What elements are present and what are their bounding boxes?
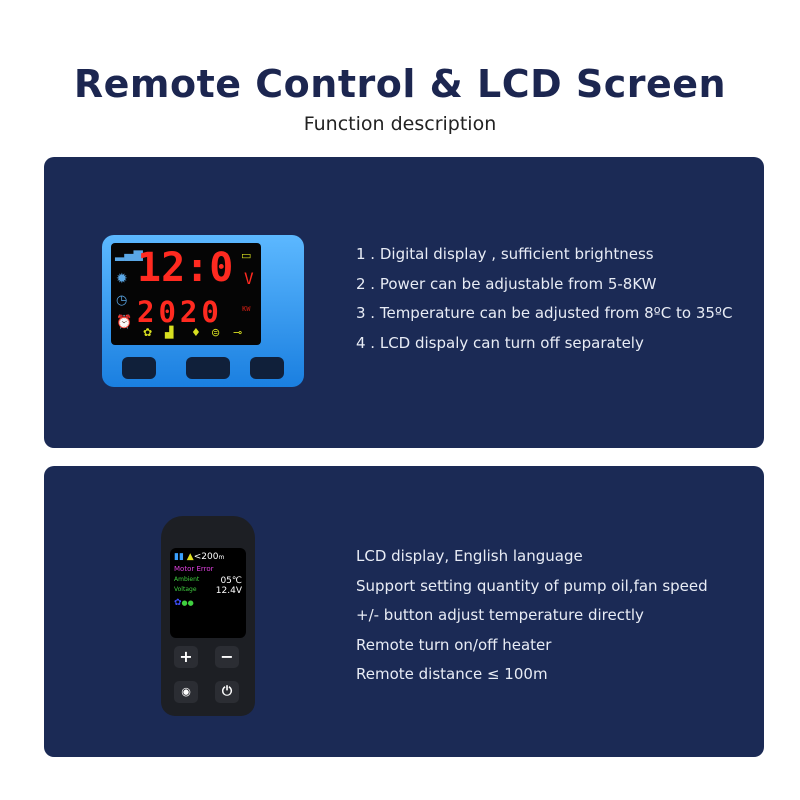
feature-item: 4 . LCD dispaly can turn off separately	[356, 333, 644, 352]
remote-control-panel: ▮▮ ▲<200m Motor Error Ambient 05℃ Voltage…	[44, 466, 764, 757]
feature-item: Support setting quantity of pump oil,fan…	[356, 576, 708, 595]
plug-icon: ⊸	[233, 326, 243, 339]
feature-list: LCD display, English language Support se…	[356, 542, 708, 690]
distance-unit: m	[218, 554, 225, 561]
mode-button[interactable]: ◉	[174, 681, 198, 703]
remote-control-image: ▮▮ ▲<200m Motor Error Ambient 05℃ Voltage…	[161, 516, 255, 716]
right-button[interactable]	[250, 357, 284, 379]
ambient-label: Ambient	[174, 576, 200, 583]
year-readout: 2020	[137, 295, 223, 329]
feature-item: 2 . Power can be adjustable from 5-8KW	[356, 274, 657, 293]
feature-list: 1 . Digital display , sufficient brightn…	[356, 240, 732, 358]
ambient-value: 05℃	[220, 576, 242, 586]
feature-item: 1 . Digital display , sufficient brightn…	[356, 245, 654, 263]
kw-unit: KW	[242, 305, 251, 313]
battery-icon: ▭	[241, 249, 252, 262]
alarm-icon: ⏰	[116, 315, 133, 330]
lcd-screen: ▂▄▆ ✹ ◷ ⏰ 12:0 V ▭ 2020 KW ✿ ▟ ♦ ⊜ ⊸	[111, 243, 261, 345]
page-subtitle: Function description	[303, 113, 497, 135]
feature-item: Remote distance ≤ 100m	[356, 665, 548, 683]
time-readout: 12:0	[137, 245, 234, 291]
left-button[interactable]	[122, 357, 156, 379]
remote-screen: ▮▮ ▲<200m Motor Error Ambient 05℃ Voltage…	[170, 548, 246, 638]
page-title: Remote Control & LCD Screen	[73, 62, 727, 106]
feature-item: +/- button adjust temperature directly	[356, 606, 644, 624]
pump-icon: ▟	[165, 326, 174, 339]
signal-icon: ▮▮	[174, 552, 184, 562]
minus-button[interactable]: −	[215, 646, 239, 668]
power-button[interactable]	[186, 357, 230, 379]
clock-icon: ◷	[116, 293, 128, 308]
feature-item: 3 . Temperature can be adjusted from 8ºC…	[356, 304, 733, 322]
power-button[interactable]: ⏻	[215, 681, 239, 703]
feature-item: Remote turn on/off heater	[356, 635, 552, 654]
fan-icon: ✿	[143, 326, 153, 339]
plus-button[interactable]: +	[174, 646, 198, 668]
status-dots-icon: ●●	[181, 599, 194, 607]
fan-icon: ✿	[174, 598, 182, 608]
flame-icon: ♦	[191, 326, 201, 339]
distance-readout: <200	[193, 552, 219, 562]
feature-item: LCD display, English language	[356, 547, 583, 565]
error-text: Motor Error	[174, 565, 214, 573]
voltage-unit: V	[244, 269, 254, 288]
signal-icon: ▂▄▆	[115, 247, 143, 261]
lcd-controller-panel: ▂▄▆ ✹ ◷ ⏰ 12:0 V ▭ 2020 KW ✿ ▟ ♦ ⊜ ⊸ 1 .…	[44, 157, 764, 448]
gear-icon: ✹	[116, 271, 128, 287]
voltage-value: 12.4V	[215, 586, 242, 596]
warning-icon: ▲	[186, 552, 194, 562]
lcd-controller-image: ▂▄▆ ✹ ◷ ⏰ 12:0 V ▭ 2020 KW ✿ ▟ ♦ ⊜ ⊸	[102, 235, 304, 387]
heater-icon: ⊜	[211, 326, 221, 339]
voltage-label: Voltage	[174, 586, 197, 593]
